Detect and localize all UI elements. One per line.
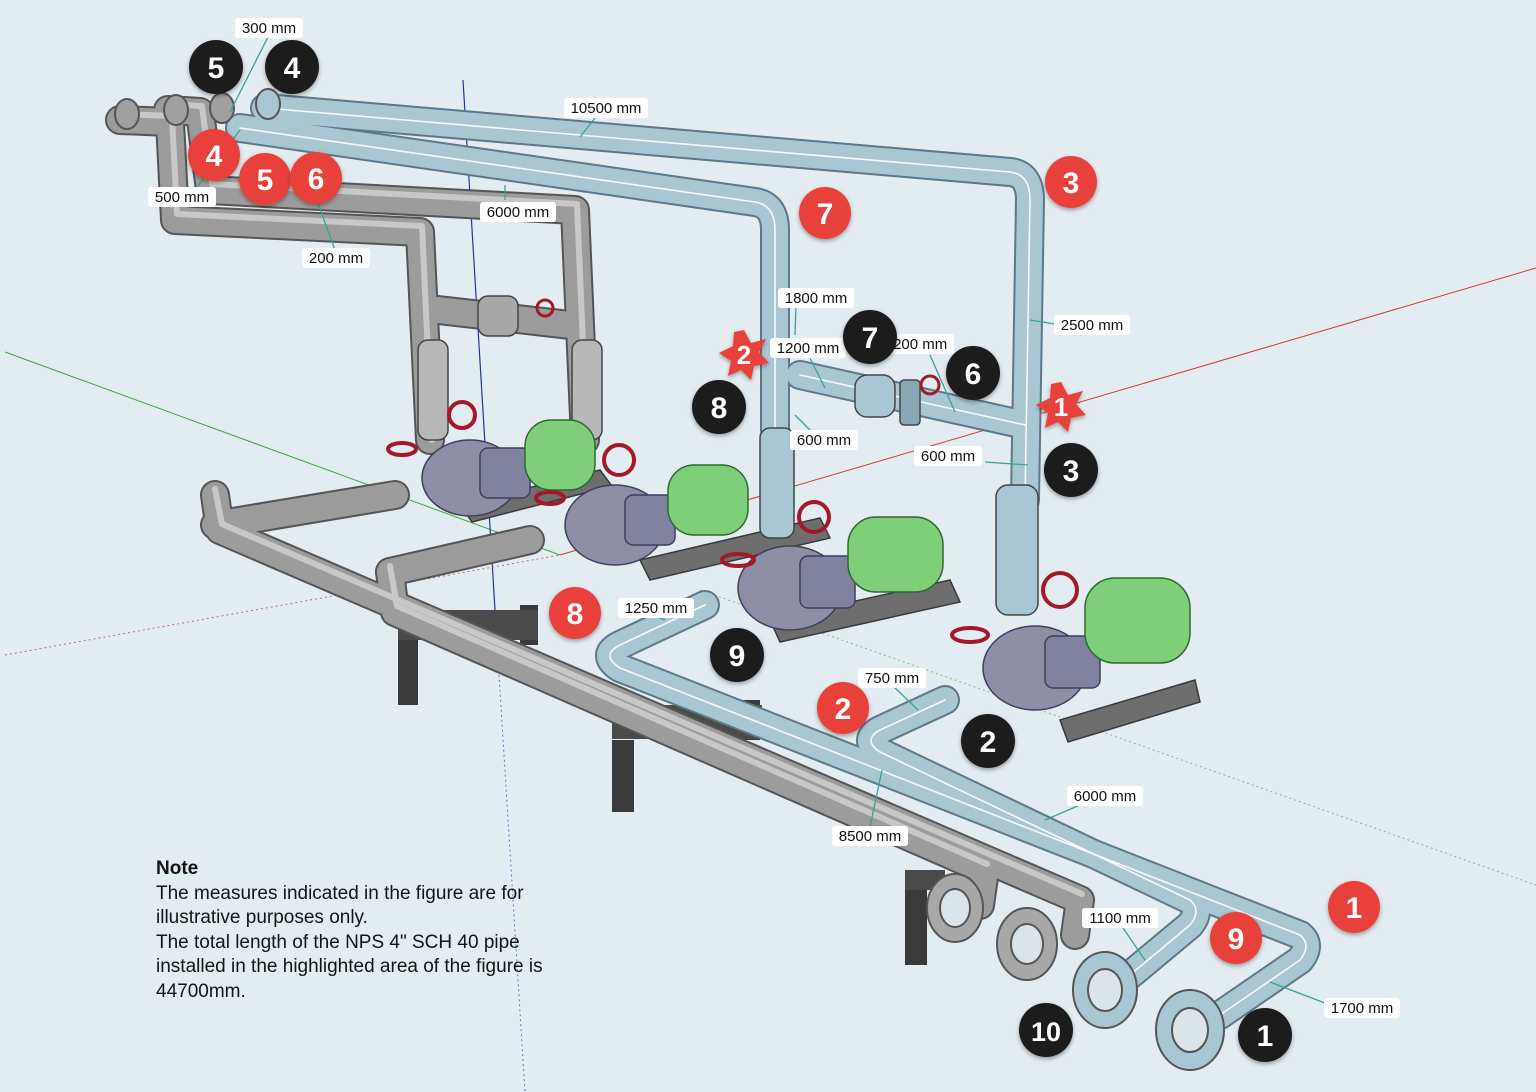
svg-text:3: 3 [1063,455,1080,488]
svg-text:9: 9 [1228,923,1245,956]
black-markers: 5 4 7 6 8 3 9 2 10 1 [189,40,1292,1062]
svg-text:10500 mm: 10500 mm [571,100,642,117]
black-marker: 5 [189,40,243,94]
svg-text:6: 6 [308,163,325,196]
dim-label: 600 mm [914,446,982,466]
pipe-flanges [114,88,1225,1071]
note-line-2: The total length of the NPS 4" SCH 40 pi… [156,931,543,1002]
red-markers: 4 5 6 3 7 8 2 1 9 [188,129,1380,964]
svg-text:9: 9 [729,640,746,673]
svg-text:1200 mm: 1200 mm [885,336,948,353]
svg-text:1250 mm: 1250 mm [625,600,688,617]
pumps [421,439,1101,711]
black-marker: 1 [1238,1008,1292,1062]
svg-text:1: 1 [1346,892,1363,925]
svg-text:10: 10 [1031,1017,1061,1047]
dimension-labels: 300 mm 10500 mm 500 mm 6000 mm 200 mm 18… [148,18,1400,1018]
dim-label: 6000 mm [1067,786,1143,806]
inline-fittings [417,295,1039,616]
dim-label: 10500 mm [564,98,648,118]
svg-text:8: 8 [711,392,728,425]
red-marker: 4 [188,129,240,181]
svg-text:7: 7 [817,198,834,231]
svg-text:1800 mm: 1800 mm [785,290,848,307]
black-marker: 10 [1019,1003,1073,1057]
dimension-leaders [194,34,1331,1006]
svg-text:8500 mm: 8500 mm [839,828,902,845]
svg-text:1100 mm: 1100 mm [1089,910,1150,927]
red-marker: 8 [549,587,601,639]
red-marker: 2 [817,682,869,734]
star-marker: 1 [1036,382,1086,432]
dim-label: 8500 mm [832,826,908,846]
dim-label: 600 mm [790,430,858,450]
dim-label: 1700 mm [1324,998,1400,1018]
svg-text:1700 mm: 1700 mm [1331,1000,1394,1017]
svg-text:4: 4 [206,140,223,173]
svg-text:2: 2 [980,726,997,759]
svg-text:750 mm: 750 mm [865,670,919,687]
dim-label: 1800 mm [778,288,854,308]
dim-label: 500 mm [148,187,216,207]
svg-text:8: 8 [567,598,584,631]
dim-label: 1250 mm [618,598,694,618]
svg-text:2500 mm: 2500 mm [1061,317,1124,334]
star-markers: 2 1 [719,330,1086,432]
dim-label: 6000 mm [480,202,556,222]
star-marker: 2 [719,330,769,380]
red-marker: 6 [290,152,342,204]
motors [524,419,1191,664]
svg-text:7: 7 [862,322,879,355]
note-box: Note The measures indicated in the figur… [156,857,576,1004]
dim-label: 1100 mm [1082,908,1158,928]
note-title: Note [156,858,199,879]
dim-label: 200 mm [302,248,370,268]
svg-text:600 mm: 600 mm [921,448,975,465]
svg-text:1200 mm: 1200 mm [777,340,840,357]
svg-text:300 mm: 300 mm [242,20,296,37]
red-marker: 9 [1210,912,1262,964]
svg-text:5: 5 [208,52,225,85]
red-marker: 1 [1328,881,1380,933]
dim-label: 1200 mm [770,338,846,358]
black-marker: 8 [692,380,746,434]
dim-label: 1200 mm [878,334,954,354]
red-marker: 7 [799,187,851,239]
svg-text:200 mm: 200 mm [309,250,363,267]
svg-text:6000 mm: 6000 mm [1074,788,1137,805]
svg-text:4: 4 [284,52,301,85]
valve-wheels [386,400,1079,644]
svg-text:2: 2 [835,693,852,726]
black-marker: 4 [265,40,319,94]
svg-text:600 mm: 600 mm [797,432,851,449]
svg-text:1: 1 [1257,1020,1274,1053]
svg-text:3: 3 [1063,167,1080,200]
black-marker: 2 [961,714,1015,768]
note-line-1: The measures indicated in the figure are… [156,882,524,929]
dim-label: 300 mm [235,18,303,38]
svg-text:1: 1 [1054,392,1068,422]
red-marker: 5 [239,153,291,205]
highlighted-pipes [225,93,1321,1030]
black-marker: 6 [946,346,1000,400]
black-marker: 3 [1044,443,1098,497]
black-marker: 7 [843,310,897,364]
red-marker: 3 [1045,156,1097,208]
dim-label: 750 mm [858,668,926,688]
svg-text:6000 mm: 6000 mm [487,204,550,221]
black-marker: 9 [710,628,764,682]
svg-text:5: 5 [257,164,274,197]
svg-text:6: 6 [965,358,982,391]
svg-text:2: 2 [737,340,751,370]
svg-text:500 mm: 500 mm [155,189,209,206]
dim-label: 2500 mm [1054,315,1130,335]
